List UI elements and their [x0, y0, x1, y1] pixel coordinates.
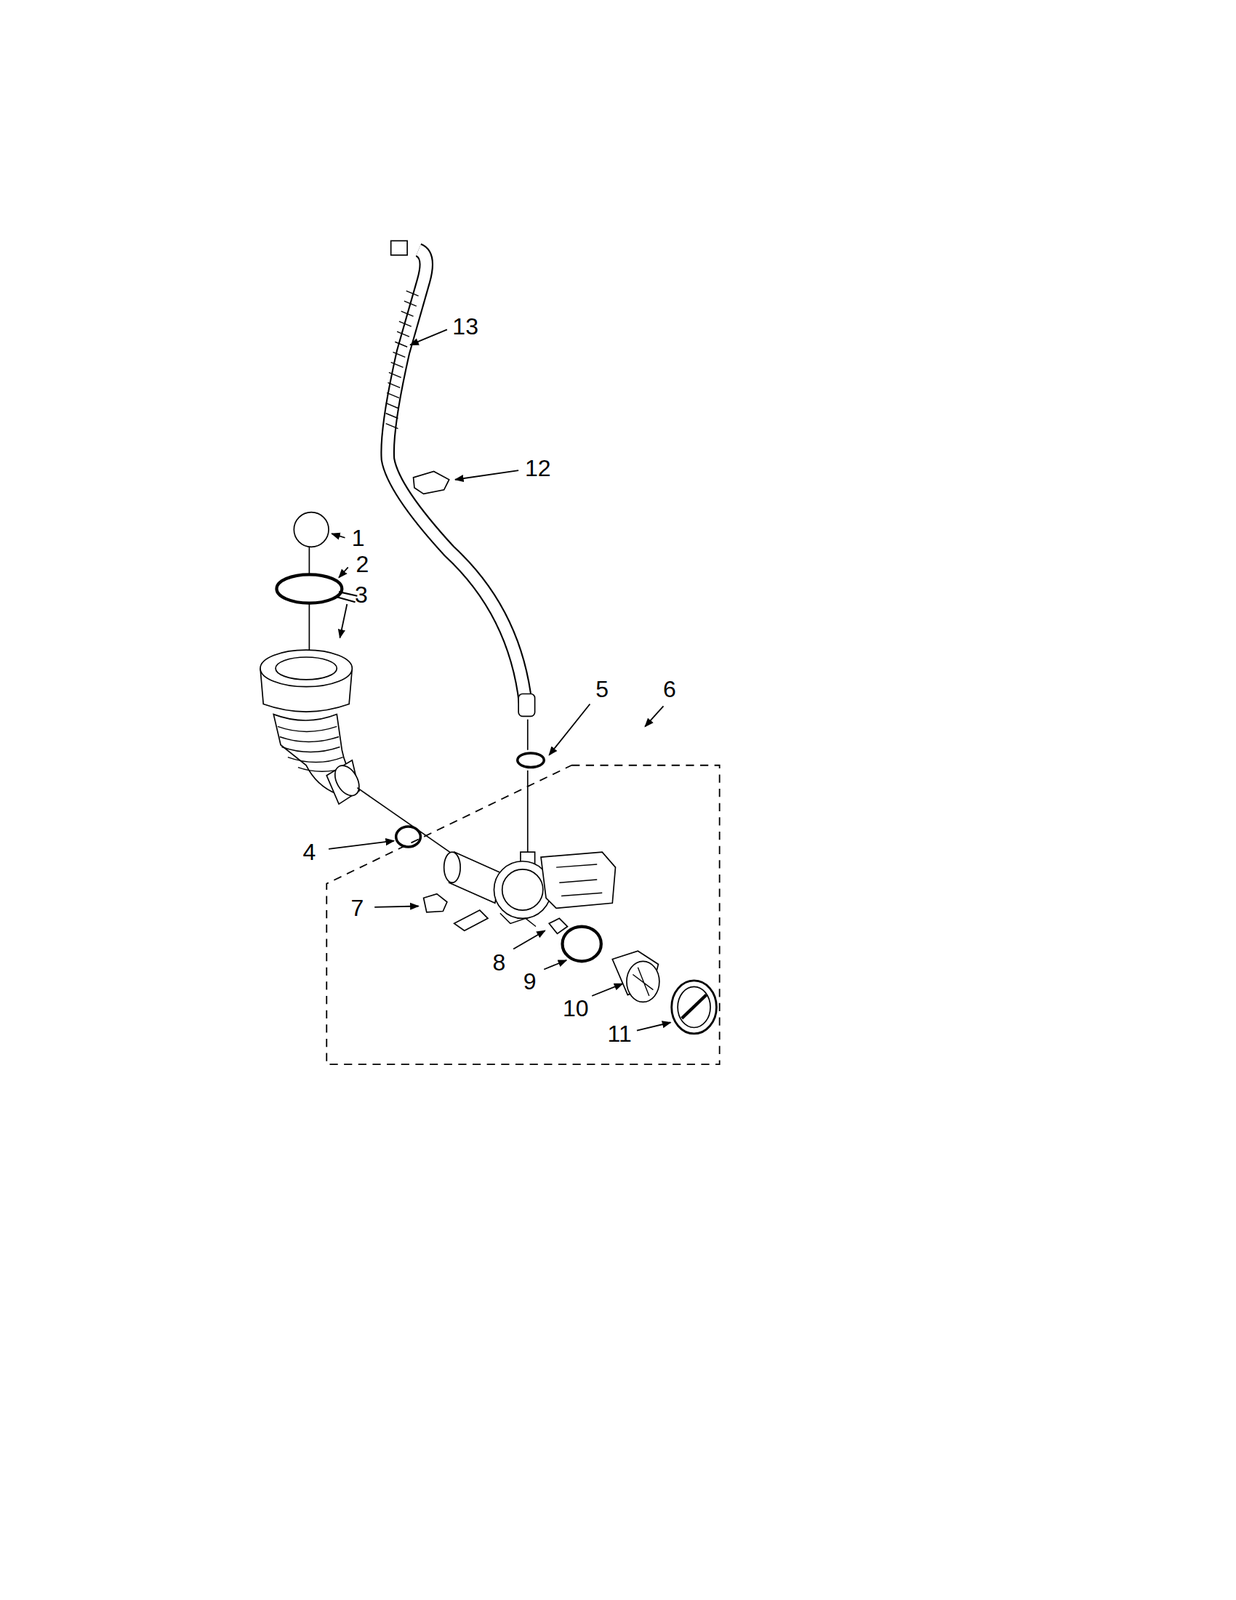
clamp-ring: [276, 574, 342, 603]
assembly-boundary: [326, 765, 720, 1065]
pump-impeller: [612, 950, 660, 1002]
callout-number: 7: [350, 896, 364, 920]
parts-drawing: [260, 240, 720, 1065]
leader-lines: [328, 329, 671, 1031]
callout-number: 1: [351, 526, 365, 550]
hose-clamp: [517, 753, 544, 768]
pump-cover: [671, 980, 717, 1034]
pump-seal: [562, 927, 601, 962]
hose-fitting: [391, 240, 408, 256]
callout-number: 6: [663, 677, 677, 701]
callout-number: 12: [524, 456, 552, 480]
callout-number: 8: [492, 950, 507, 975]
callout-number: 9: [523, 969, 537, 994]
callout-number: 5: [595, 677, 609, 701]
hose-clip: [413, 471, 450, 495]
hose-clamp: [396, 826, 421, 848]
ball: [293, 512, 329, 548]
callout-number: 10: [562, 996, 589, 1021]
callout-number: 3: [354, 583, 368, 607]
pump-bracket: [423, 894, 488, 932]
drain-hose: [387, 250, 526, 705]
callout-number: 13: [452, 314, 479, 339]
pump-fitting: [548, 918, 568, 934]
sump-bellows: [260, 649, 365, 805]
callout-number: 11: [607, 1022, 632, 1046]
callout-number: 2: [355, 552, 369, 576]
callout-number: 4: [302, 840, 316, 864]
